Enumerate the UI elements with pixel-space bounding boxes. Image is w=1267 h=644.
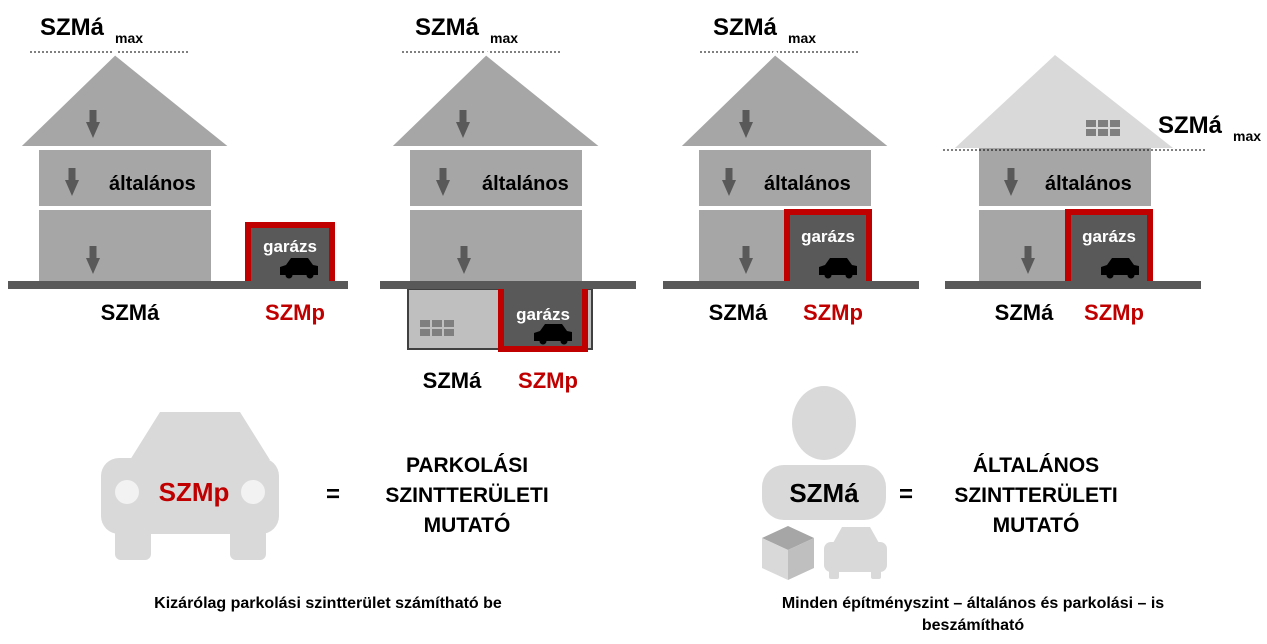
person-silhouette-icon	[762, 386, 886, 520]
house-3-max-subscript: max	[788, 30, 816, 46]
legend-szmp-caption: Kizárólag parkolási szintterület számíth…	[154, 595, 502, 612]
house-1-max-subscript: max	[115, 30, 143, 46]
house-3: SZMá max általános garázs SZMá SZMp	[663, 14, 919, 325]
house-4-szma-label: SZMá	[995, 300, 1054, 325]
house-4: általános garázs SZMá max SZMá SZMp	[943, 50, 1261, 325]
house-3-garage-label: garázs	[801, 227, 855, 246]
house-2-szma-max-label: SZMá	[415, 14, 480, 41]
house-1-szmp-label: SZMp	[265, 300, 325, 325]
car-silhouette-icon	[101, 412, 279, 560]
legend-szma: SZMá = ÁLTALÁNOS SZINTTERÜLETI MUTATÓ Mi…	[762, 386, 1164, 634]
house-2-garage-label: garázs	[516, 305, 570, 324]
house-1-ground	[8, 281, 348, 289]
house-1-general-label: általános	[109, 173, 196, 195]
box-icon	[762, 526, 814, 580]
house-3-ground	[663, 281, 919, 289]
house-4-szma-max-label: SZMá	[1158, 112, 1223, 139]
legend-szma-caption-line: Minden építményszint – általános és park…	[782, 595, 1164, 612]
house-4-ground	[945, 281, 1201, 289]
house-1-body	[12, 50, 239, 286]
legend-szma-definition-line: SZINTTERÜLETI	[954, 484, 1117, 507]
house-2-body	[383, 50, 610, 286]
legend-szma-caption-line: beszámítható	[922, 617, 1024, 634]
house-3-szmp-label: SZMp	[803, 300, 863, 325]
house-2: SZMá max általános garázs SZMá SZMp	[380, 14, 636, 393]
legend-szmp-definition-line: MUTATÓ	[424, 513, 511, 537]
house-3-general-label: általános	[764, 173, 851, 195]
house-2-szma-label: SZMá	[423, 368, 482, 393]
house-1-szma-max-label: SZMá	[40, 14, 105, 41]
legend-szmp-definition-line: PARKOLÁSI	[406, 454, 528, 477]
legend-szma-equals: =	[899, 481, 913, 508]
legend-szmp-symbol: SZMp	[159, 477, 230, 507]
legend-szma-definition-line: MUTATÓ	[993, 513, 1080, 537]
house-4-garage-label: garázs	[1082, 227, 1136, 246]
house-3-szma-max-label: SZMá	[713, 14, 778, 41]
house-3-szma-label: SZMá	[709, 300, 768, 325]
house-2-ground	[380, 281, 636, 289]
legend-szma-symbol: SZMá	[789, 478, 859, 508]
house-4-szmp-label: SZMp	[1084, 300, 1144, 325]
house-2-max-subscript: max	[490, 30, 518, 46]
house-1: SZMá max általános garázs SZMá SZMp	[8, 14, 348, 325]
house-4-attic	[955, 55, 1173, 148]
legend-szmp-definition-line: SZINTTERÜLETI	[385, 484, 548, 507]
house-1-szma-label: SZMá	[101, 300, 160, 325]
house-4-general-label: általános	[1045, 173, 1132, 195]
house-2-general-label: általános	[482, 173, 569, 195]
house-4-max-subscript: max	[1233, 128, 1261, 144]
small-car-icon	[824, 527, 887, 579]
house-2-szmp-label: SZMp	[518, 368, 578, 393]
legend-szma-definition-line: ÁLTALÁNOS	[973, 454, 1099, 477]
legend-szmp-equals: =	[326, 481, 340, 508]
legend-szmp: SZMp = PARKOLÁSI SZINTTERÜLETI MUTATÓ Ki…	[101, 412, 549, 612]
house-1-garage-label: garázs	[263, 237, 317, 256]
